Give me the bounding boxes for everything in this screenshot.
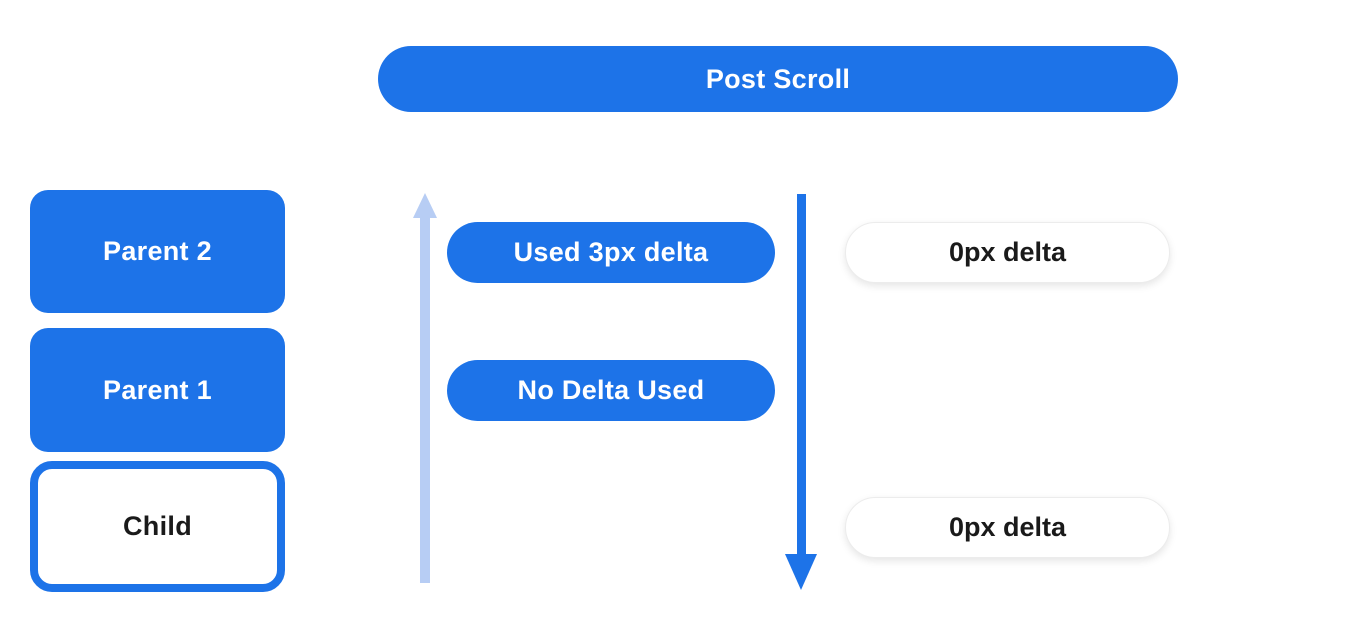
used-3px-delta-label: Used 3px delta (513, 237, 709, 267)
no-delta-used-pill: No Delta Used (447, 360, 775, 421)
post-scroll-header-pill: Post Scroll (378, 46, 1178, 112)
parent2-box: Parent 2 (30, 190, 285, 313)
child-label: Child (123, 511, 192, 541)
zero-px-delta-bottom-pill: 0px delta (845, 497, 1170, 558)
zero-px-delta-bottom-label: 0px delta (948, 512, 1067, 542)
parent2-label: Parent 2 (103, 236, 212, 266)
upward-scroll-arrow-icon (413, 193, 437, 583)
zero-px-delta-top-pill: 0px delta (845, 222, 1170, 283)
post-scroll-header-label: Post Scroll (705, 63, 851, 94)
parent1-label: Parent 1 (103, 374, 212, 405)
zero-px-delta-top-label: 0px delta (948, 237, 1067, 267)
child-box: Child (30, 461, 285, 592)
no-delta-used-label: No Delta Used (517, 375, 705, 405)
used-3px-delta-pill: Used 3px delta (447, 222, 775, 283)
parent1-box: Parent 1 (30, 328, 285, 452)
downward-scroll-arrow-icon (785, 194, 817, 590)
